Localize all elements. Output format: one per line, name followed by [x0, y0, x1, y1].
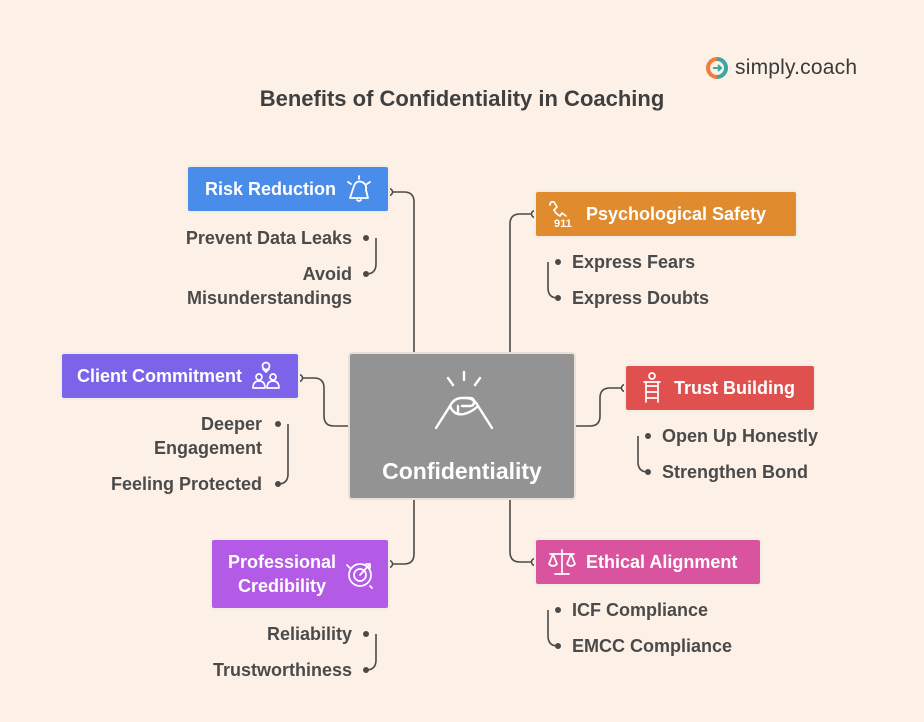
list-item: Strengthen Bond — [662, 462, 808, 482]
list-item: Prevent Data Leaks — [185, 228, 352, 248]
trust-building-header: Trust Building — [624, 364, 816, 412]
list-item: Engagement — [153, 438, 262, 458]
list-item: Open Up Honestly — [662, 426, 819, 446]
list-item: EMCC Compliance — [572, 636, 733, 656]
professional-credibility-label: Professional Credibility — [228, 552, 337, 596]
client-commitment-label: Client Commitment — [77, 365, 243, 386]
psychological-safety-label: Psychological Safety — [586, 203, 767, 224]
center-node: Confidentiality — [348, 352, 576, 500]
ethical-alignment-label: Ethical Alignment — [586, 551, 738, 572]
simply-coach-logo-icon — [706, 57, 728, 79]
svg-text:911: 911 — [554, 218, 572, 229]
people-connect-icon — [252, 361, 280, 389]
risk-reduction-header: Risk Reduction — [186, 165, 390, 213]
professional-credibility-header: Professional Credibility — [210, 538, 390, 610]
client-commitment-header: Client Commitment — [60, 352, 300, 400]
list-item: Misunderstandings — [186, 288, 352, 308]
diagram-title: Benefits of Confidentiality in Coaching — [259, 86, 665, 111]
brand-logo: simply.coach — [706, 54, 857, 82]
list-item: Trustworthiness — [212, 660, 352, 680]
risk-reduction-label: Risk Reduction — [205, 178, 337, 199]
handshake-icon — [434, 370, 494, 430]
center-label: Confidentiality — [382, 458, 542, 484]
ethical-alignment-header: Ethical Alignment — [534, 538, 762, 586]
list-item: Express Fears — [572, 252, 696, 272]
emergency-phone-icon: 911 — [549, 200, 572, 229]
alert-bell-icon — [347, 175, 371, 202]
list-item: Feeling Protected — [110, 474, 262, 494]
brand-name: simply.coach — [735, 56, 858, 79]
psychological-safety-header: 911 Psychological Safety — [534, 190, 798, 238]
ladder-icon — [643, 372, 661, 403]
list-item: Reliability — [266, 624, 352, 644]
scales-icon — [548, 549, 576, 575]
target-badge-icon — [346, 563, 373, 589]
list-item: Avoid — [302, 264, 352, 284]
trust-building-label: Trust Building — [674, 377, 795, 398]
list-item: ICF Compliance — [572, 600, 709, 620]
list-item: Express Doubts — [572, 288, 710, 308]
list-item: Deeper — [200, 414, 262, 434]
